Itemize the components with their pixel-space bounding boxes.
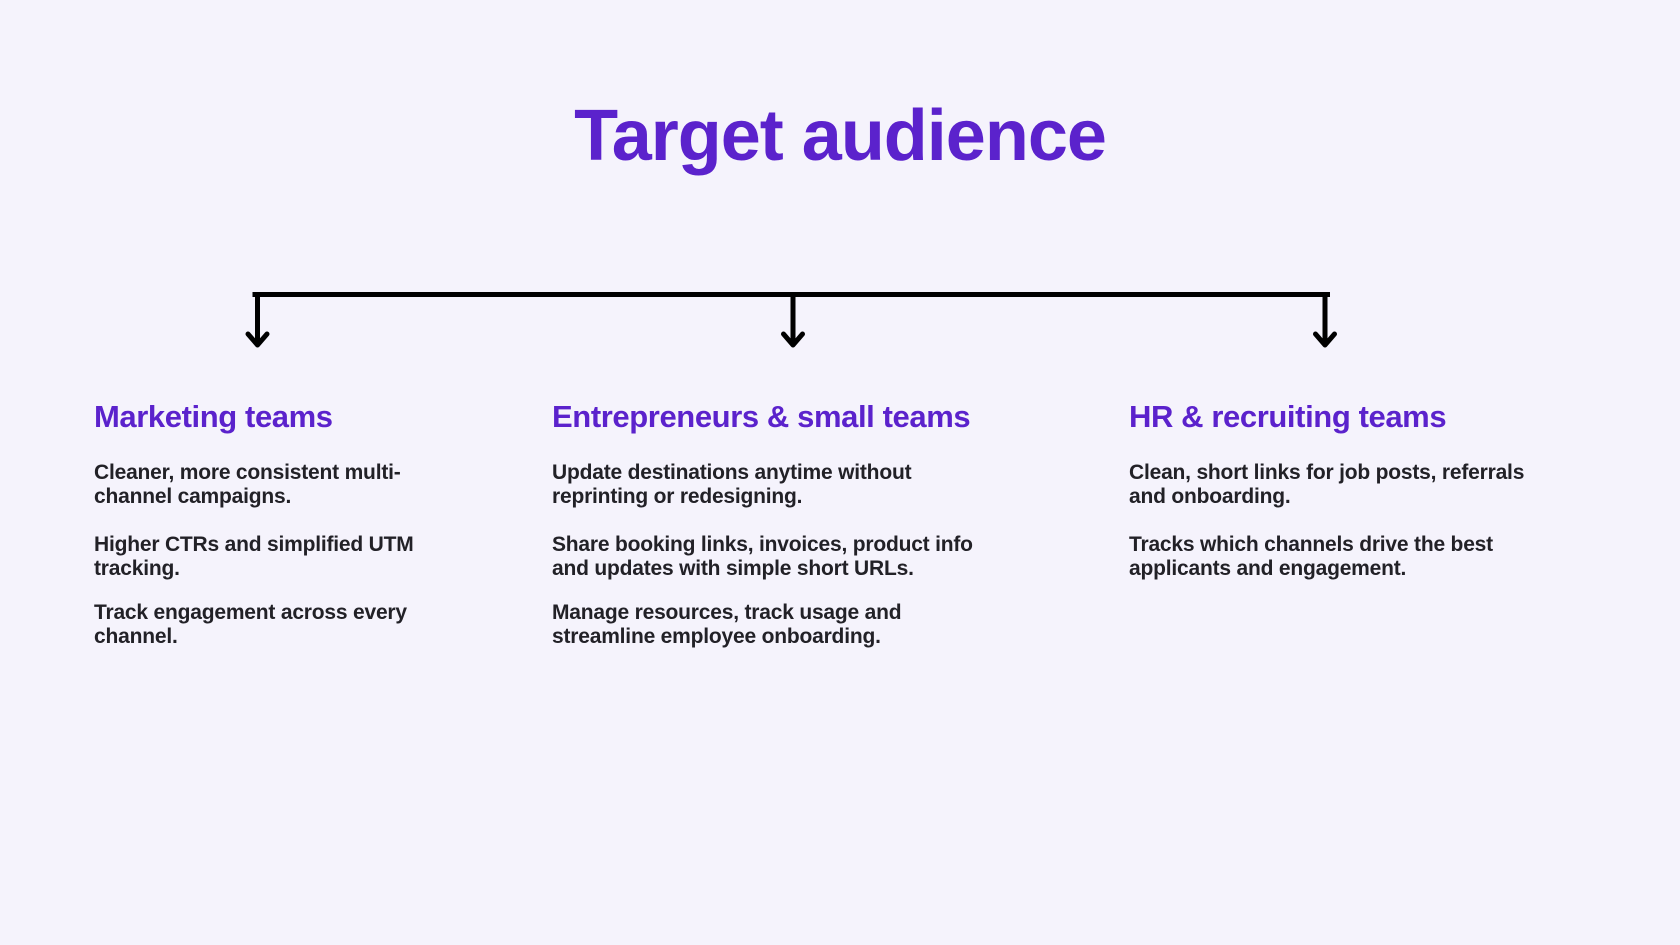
benefit-line: channel campaigns. [94, 485, 292, 508]
benefit-line: tracking. [94, 557, 180, 580]
benefit-point: Track engagement across every channel. [94, 601, 414, 649]
arrow-down-icon [781, 294, 805, 348]
benefit-line: reprinting or redesigning. [552, 485, 803, 508]
benefit-point: Share booking links, invoices, product i… [552, 533, 973, 581]
benefit-line: Share booking links, invoices, product i… [552, 533, 973, 556]
arrow-down-icon [245, 294, 270, 348]
benefit-point: Update destinations anytime without repr… [552, 461, 973, 509]
column-heading: Entrepreneurs & small teams [552, 399, 971, 434]
benefit-line: Clean, short links for job posts, referr… [1129, 461, 1525, 484]
benefit-line: Tracks which channels drive the best [1129, 533, 1493, 556]
benefit-line: streamline employee onboarding. [552, 625, 881, 648]
slide-title: Target audience [574, 96, 1107, 176]
audience-column-hr: HR & recruiting teams Clean, short links… [1129, 398, 1524, 605]
benefit-point: Higher CTRs and simplified UTM tracking. [94, 533, 414, 581]
benefit-line: Higher CTRs and simplified UTM [94, 533, 414, 556]
arrow-down-icon [1313, 294, 1337, 348]
benefit-line: Track engagement across every [94, 601, 407, 624]
audience-column-entrepreneurs: Entrepreneurs & small teams Update desti… [552, 398, 973, 673]
column-heading: Marketing teams [94, 399, 333, 434]
benefit-line: applicants and engagement. [1129, 557, 1407, 580]
benefit-line: Update destinations anytime without [552, 461, 912, 484]
benefit-line: Cleaner, more consistent multi- [94, 461, 401, 484]
benefit-point: Manage resources, track usage and stream… [552, 601, 973, 649]
benefit-point: Tracks which channels drive the best app… [1129, 533, 1524, 581]
benefit-point: Clean, short links for job posts, referr… [1129, 461, 1524, 509]
column-heading: HR & recruiting teams [1129, 399, 1447, 434]
benefit-point: Cleaner, more consistent multi- channel … [94, 461, 414, 509]
benefit-line: channel. [94, 625, 178, 648]
audience-column-marketing: Marketing teams Cleaner, more consistent… [94, 398, 414, 673]
benefit-line: and updates with simple short URLs. [552, 557, 914, 580]
benefit-line: Manage resources, track usage and [552, 601, 902, 624]
benefit-line: and onboarding. [1129, 485, 1291, 508]
